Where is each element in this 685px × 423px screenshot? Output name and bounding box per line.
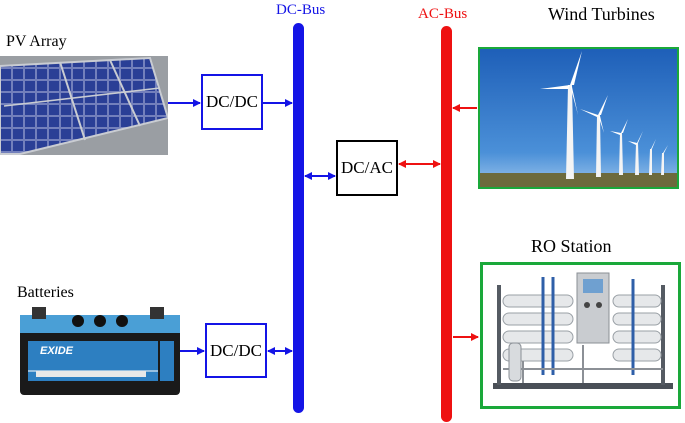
battery-dc-dc-converter: DC/DC (205, 323, 267, 378)
wind-turbines-image (478, 47, 679, 189)
pv-array-image (0, 56, 168, 155)
pv-array-label: PV Array (6, 33, 67, 50)
battery-brand-text: EXIDE (40, 345, 74, 357)
pv-dc-dc-converter: DC/DC (201, 74, 263, 130)
dc-ac-inverter: DC/AC (336, 140, 398, 196)
ac-bus-label: AC-Bus (418, 6, 468, 22)
wind-turbines-label: Wind Turbines (548, 4, 655, 24)
batteries-label: Batteries (17, 284, 74, 301)
dc-bus-label: DC-Bus (276, 2, 326, 18)
battery-image: EXIDE (18, 305, 183, 397)
ac-bus (441, 26, 452, 422)
dc-bus (293, 23, 304, 413)
ro-station-image (480, 262, 681, 409)
ro-station-label: RO Station (531, 236, 612, 256)
